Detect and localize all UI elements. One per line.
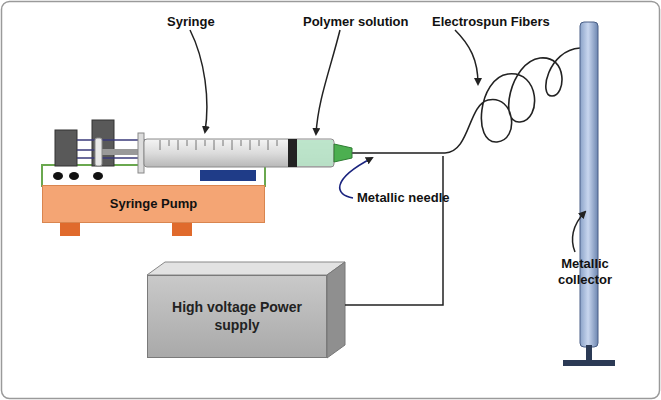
- leader-arrow: [572, 212, 585, 252]
- supply-top: [147, 262, 345, 275]
- part-label: Polymer solution: [303, 14, 408, 29]
- part-label: Metallic needle: [357, 190, 449, 205]
- pump-base: Syringe Pump: [42, 185, 265, 223]
- node-text: Syringe Pump: [110, 196, 197, 212]
- button: [69, 172, 79, 180]
- electrospun-fibers: [445, 48, 580, 153]
- node-text: High voltage Power supply: [158, 299, 316, 334]
- leader-arrow: [455, 30, 478, 84]
- pump-block: [92, 120, 114, 166]
- display: [200, 170, 256, 181]
- stopper: [288, 139, 297, 167]
- scale-ticks: [160, 140, 277, 150]
- part-label: Electrospun Fibers: [432, 14, 550, 29]
- metallic-collector: [580, 22, 598, 347]
- plunger-thumb: [95, 138, 102, 166]
- button: [53, 172, 63, 180]
- collector-base: [563, 360, 615, 366]
- collector-post: [586, 345, 592, 361]
- part-label: Metallic collector: [540, 256, 630, 287]
- pump-foot: [172, 222, 192, 236]
- button: [93, 172, 103, 180]
- part-label: Syringe: [167, 14, 215, 29]
- pump-block: [55, 130, 77, 166]
- supply-side: [327, 262, 345, 358]
- needle-hub: [334, 144, 352, 162]
- leader-arrow: [190, 30, 207, 132]
- polymer-solution: [296, 140, 333, 166]
- pump-top: [42, 165, 265, 186]
- power-supply-box: High voltage Power supply: [147, 275, 327, 358]
- metallic-needle: [352, 152, 445, 154]
- leader-arrow: [316, 30, 340, 134]
- pump-foot: [60, 222, 80, 236]
- flange: [138, 133, 144, 173]
- wire: [345, 156, 443, 305]
- syringe-barrel: [144, 139, 334, 167]
